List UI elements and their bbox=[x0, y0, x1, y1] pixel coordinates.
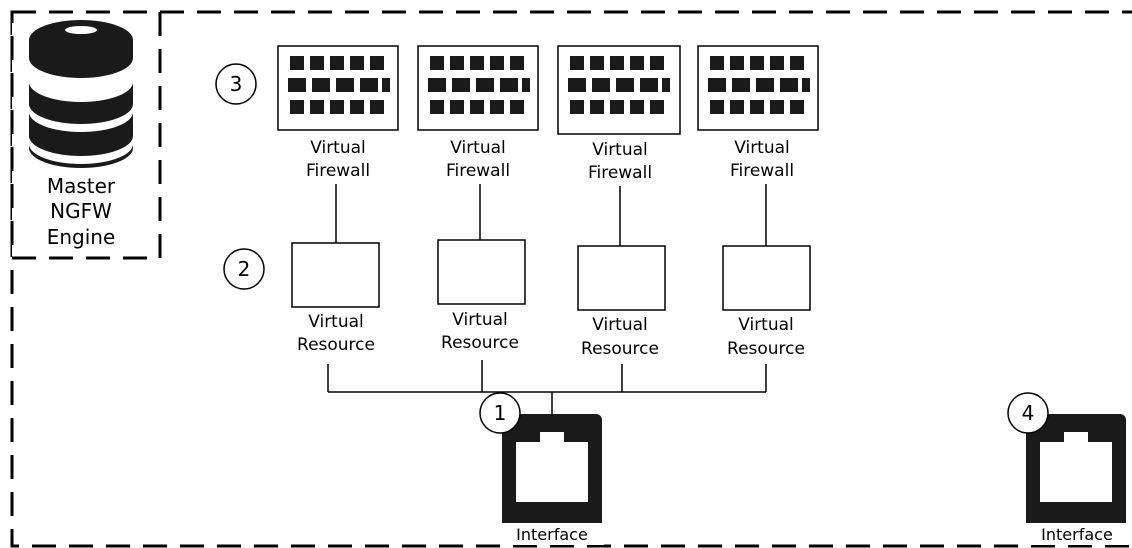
resource-4-label-line-2: Resource bbox=[727, 339, 805, 359]
resource-3-label-line-1: Virtual bbox=[592, 315, 648, 335]
virtual-firewall-4: Virtual Firewall bbox=[697, 45, 819, 181]
resource-1-label-line-1: Virtual bbox=[308, 312, 364, 332]
firewall-3-label-line-2: Firewall bbox=[588, 163, 652, 183]
virtual-firewall-1: Virtual Firewall bbox=[277, 45, 399, 181]
svg-text:2: 2 bbox=[238, 257, 251, 281]
firewall-1-label-line-1: Virtual bbox=[310, 138, 366, 158]
firewall-4-label-line-1: Virtual bbox=[734, 138, 790, 158]
marker-3: 3 bbox=[215, 63, 257, 105]
interface-2-label-bg bbox=[1026, 523, 1132, 545]
marker-1: 1 bbox=[479, 392, 521, 434]
connector-lines bbox=[327, 184, 767, 414]
resource-3-label-line-2: Resource bbox=[581, 339, 659, 359]
firewall-4-label-line-2: Firewall bbox=[730, 161, 794, 181]
marker-2: 2 bbox=[223, 248, 265, 290]
firewall-3-label-line-1: Virtual bbox=[592, 140, 648, 160]
ethernet-port-icon bbox=[502, 414, 602, 532]
firewall-2-label-line-1: Virtual bbox=[450, 138, 506, 158]
virtual-firewall-3: Virtual Firewall bbox=[557, 45, 681, 183]
firewall-icon bbox=[708, 56, 810, 114]
marker-4: 4 bbox=[1007, 392, 1049, 434]
master-label-line-1: Master bbox=[47, 174, 116, 198]
resource-4-label-line-1: Virtual bbox=[738, 315, 794, 335]
master-label-line-3: Engine bbox=[47, 225, 116, 249]
firewall-icon bbox=[288, 56, 390, 114]
virtual-resource-3: Virtual Resource bbox=[577, 245, 666, 359]
firewall-2-label-line-2: Firewall bbox=[446, 161, 510, 181]
interface-2-label: Interface bbox=[1041, 525, 1113, 544]
resource-2-label-line-2: Resource bbox=[441, 333, 519, 353]
firewall-icon bbox=[428, 56, 530, 114]
master-label-line-2: NGFW bbox=[50, 199, 112, 223]
interface-1-label: Interface bbox=[516, 525, 588, 544]
firewall-1-label-line-2: Firewall bbox=[306, 161, 370, 181]
svg-text:3: 3 bbox=[230, 72, 243, 96]
virtual-resource-2: Virtual Resource bbox=[437, 239, 526, 353]
firewall-icon bbox=[568, 56, 670, 114]
resource-2-label-line-1: Virtual bbox=[452, 310, 508, 330]
interface-1-label-bg bbox=[500, 523, 604, 545]
virtual-resource-4: Virtual Resource bbox=[722, 245, 811, 359]
ethernet-port-icon bbox=[1026, 414, 1126, 532]
virtual-resource-1: Virtual Resource bbox=[291, 242, 380, 355]
outer-boundary bbox=[10, 10, 1132, 548]
resource-1-label-line-2: Resource bbox=[297, 335, 375, 355]
svg-text:1: 1 bbox=[494, 401, 507, 425]
svg-text:4: 4 bbox=[1022, 401, 1035, 425]
virtual-firewall-2: Virtual Firewall bbox=[417, 45, 539, 181]
database-icon bbox=[29, 20, 133, 168]
